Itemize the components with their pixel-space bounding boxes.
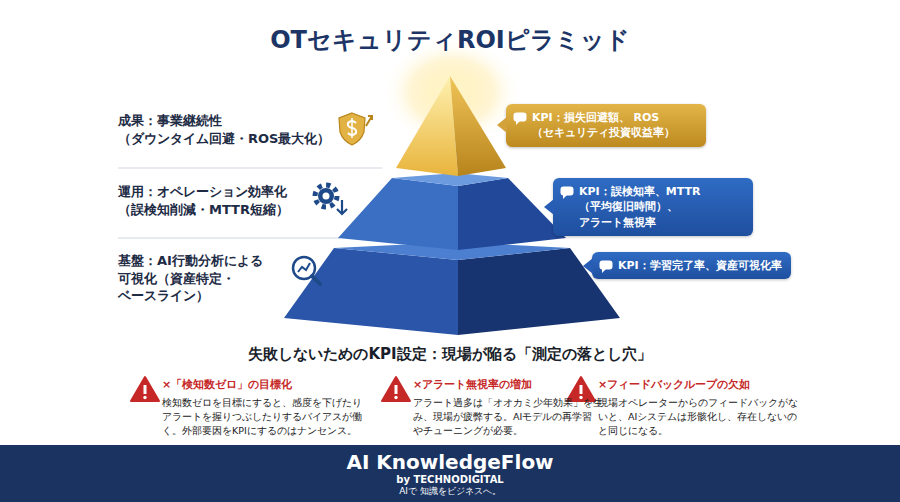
pitfall-heading: ×フィードバックループの欠如 [598,378,803,392]
callout-pointer [544,199,554,215]
shield-icon [339,113,372,145]
brand-byline: by TECHNODIGITAL [0,474,900,486]
tier-label: 運用：オペレーション効率化 （誤検知削減・MTTR短縮） [118,183,308,218]
kpi-callout: KPI：誤検知率、MTTR（平均復旧時間）、 アラート無視率 [553,178,753,236]
callout-pointer [583,258,593,274]
base-tier [284,248,458,335]
tier-label: 成果：事業継続性 （ダウンタイム回避・ROS最大化） [118,112,343,147]
pitfall-body: アラート過多は「オオカミ少年効果」を生 み、現場が疲弊する。AIモデルの再学習 … [413,396,613,437]
footer-band: AI KnowledgeFlowby TECHNODIGITALAIで 知識をビ… [0,445,900,502]
kpi-callout: KPI：学習完了率、資産可視化率 [592,252,791,279]
page-title: OTセキュリティROIピラミッド [0,24,900,56]
kpi-callout: KPI：損失回避額、 ROS（セキュリティ投資収益率） [506,104,706,147]
warning-icon [131,377,159,401]
separator-line [118,238,340,239]
top-tier [450,76,506,176]
speech-bubble-icon [560,186,574,199]
kpi-text: KPI：誤検知率、MTTR（平均復旧時間）、 アラート無視率 [579,184,744,230]
kpi-text: KPI：損失回避額、 ROS（セキュリティ投資収益率） [532,110,697,141]
speech-bubble-icon [599,260,613,273]
separator-line [118,168,382,169]
tier-label: 基盤：AI行動分析による 可視化（資産特定・ ベースライン） [118,252,286,305]
magnifier-icon [293,257,320,284]
middle-tier [458,178,566,250]
section-heading: 失敗しないためのKPI設定：現場が陥る「測定の落とし穴」 [0,345,900,365]
pitfall-body: 現場オペレーターからのフィードバックがな いと、AIシステムは形骸化し、存在しな… [598,396,803,437]
warning-icon [382,377,410,401]
brand-tagline: AIで 知識をビジネスへ。 [0,486,900,497]
speech-bubble-icon [513,112,527,125]
callout-pointer [497,117,507,133]
gear-icon [315,185,347,214]
top-tier [396,76,458,176]
brand-name: AI KnowledgeFlow [0,450,900,474]
middle-tier [338,178,458,250]
kpi-text: KPI：学習完了率、資産可視化率 [618,258,782,273]
pitfall-heading: ×「検知数ゼロ」の目標化 [162,378,362,392]
pitfall-body: 検知数ゼロを目標にすると、感度を下げたり アラートを握りつぶしたりするバイアスが… [162,396,362,437]
pitfall-heading: ×アラート無視率の増加 [413,378,613,392]
